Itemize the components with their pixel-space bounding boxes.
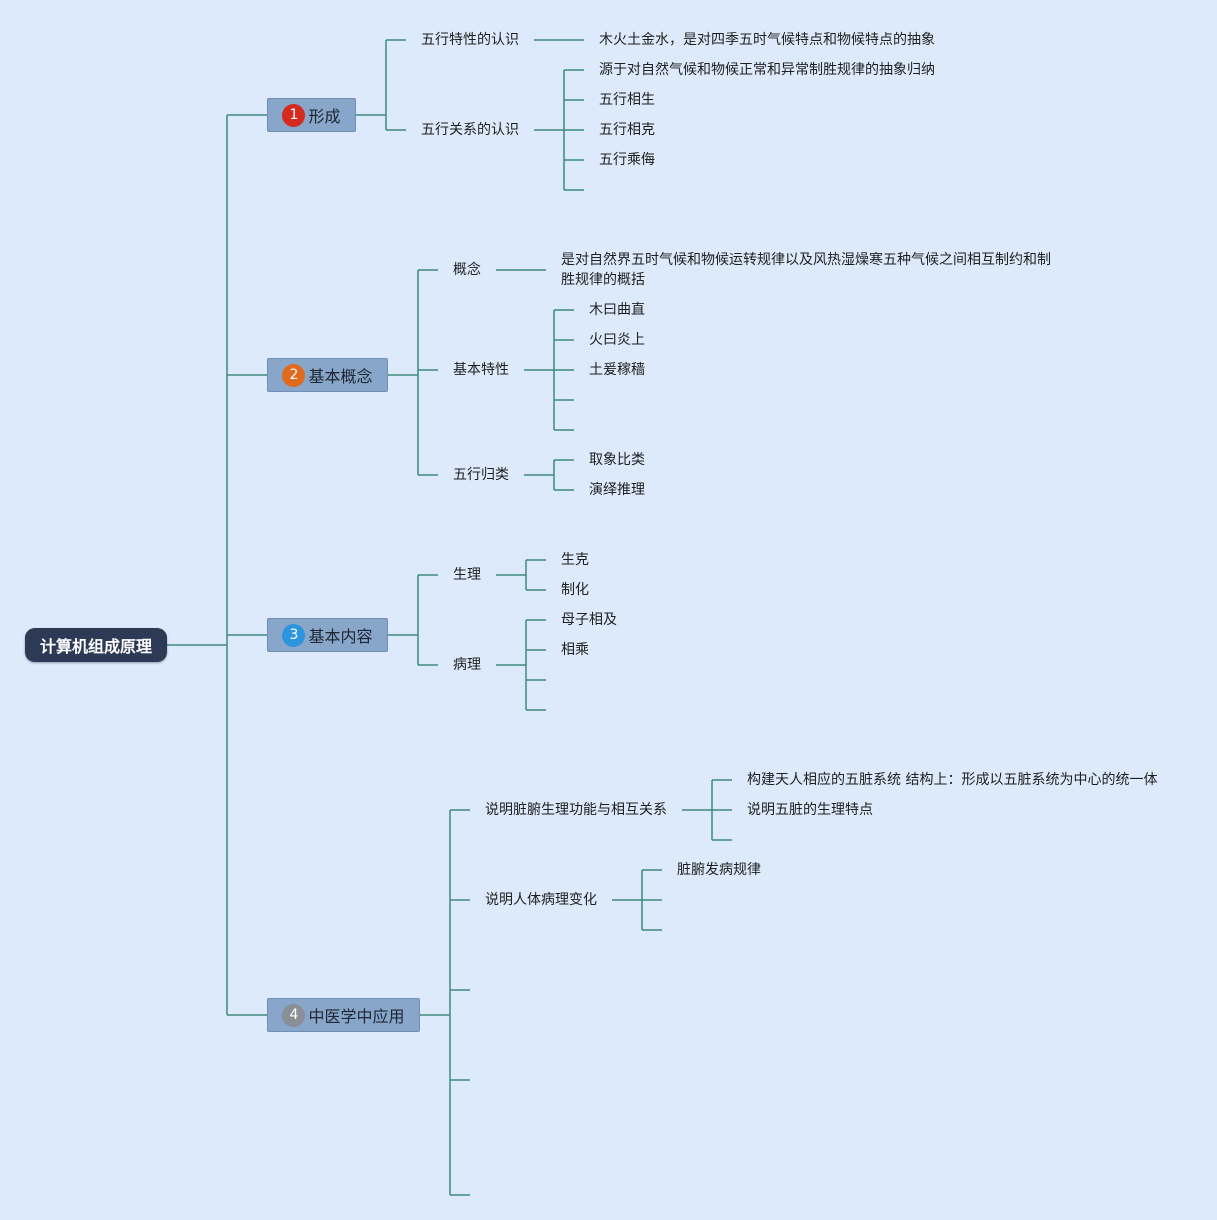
topic-node[interactable]: 火曰炎上 — [589, 332, 645, 348]
topic-node[interactable]: 五行乘侮 — [599, 152, 655, 168]
branch-node-basic-concept[interactable]: 2 基本概念 — [267, 358, 388, 392]
priority-4-icon: 4 — [282, 1003, 306, 1027]
topic-node[interactable]: 五行特性的认识 — [421, 32, 519, 48]
topic-node[interactable]: 木火土金水，是对四季五时气候特点和物候特点的抽象 — [599, 32, 935, 48]
branch-node-basic-content[interactable]: 3 基本内容 — [267, 618, 388, 652]
topic-node[interactable]: 是对自然界五时气候和物候运转规律以及风热湿燥寒五种气候之间相互制约和制胜规律的概… — [561, 252, 1051, 288]
branch-label: 基本概念 — [308, 367, 373, 386]
topic-node[interactable]: 制化 — [561, 582, 589, 598]
topic-node[interactable]: 母子相及 — [561, 612, 617, 628]
topic-node[interactable]: 五行相生 — [599, 92, 655, 108]
topic-node[interactable]: 说明脏腑生理功能与相互关系 — [485, 802, 667, 818]
topic-node[interactable]: 构建天人相应的五脏系统 结构上：形成以五脏系统为中心的统一体 — [747, 772, 1158, 788]
topic-node[interactable]: 取象比类 — [589, 452, 645, 468]
topic-node[interactable]: 五行关系的认识 — [421, 122, 519, 138]
topic-node[interactable]: 五行归类 — [453, 467, 509, 483]
topic-node[interactable]: 五行相克 — [599, 122, 655, 138]
branch-node-formation[interactable]: 1 形成 — [267, 98, 356, 132]
topic-node[interactable]: 生理 — [453, 567, 481, 583]
priority-3-icon: 3 — [282, 623, 306, 647]
topic-node[interactable]: 病理 — [453, 657, 481, 673]
branch-label: 中医学中应用 — [308, 1007, 405, 1026]
topic-node[interactable]: 基本特性 — [453, 362, 509, 378]
topic-node[interactable]: 生克 — [561, 552, 589, 568]
topic-node[interactable]: 相乘 — [561, 642, 589, 658]
root-node[interactable]: 计算机组成原理 — [25, 628, 167, 662]
branch-label: 形成 — [308, 107, 341, 126]
branch-label: 基本内容 — [308, 627, 373, 646]
topic-node[interactable]: 说明人体病理变化 — [485, 892, 597, 908]
topic-node[interactable]: 说明五脏的生理特点 — [747, 802, 873, 818]
topic-node[interactable]: 概念 — [453, 262, 481, 278]
topic-node[interactable]: 木曰曲直 — [589, 302, 645, 318]
branch-node-tcm-application[interactable]: 4 中医学中应用 — [267, 998, 420, 1032]
priority-1-icon: 1 — [282, 103, 306, 127]
topic-node[interactable]: 脏腑发病规律 — [677, 862, 761, 878]
topic-node[interactable]: 源于对自然气候和物候正常和异常制胜规律的抽象归纳 — [599, 62, 935, 78]
priority-2-icon: 2 — [282, 363, 306, 387]
topic-node[interactable]: 土爰稼穑 — [589, 362, 645, 378]
topic-node[interactable]: 演绎推理 — [589, 482, 645, 498]
